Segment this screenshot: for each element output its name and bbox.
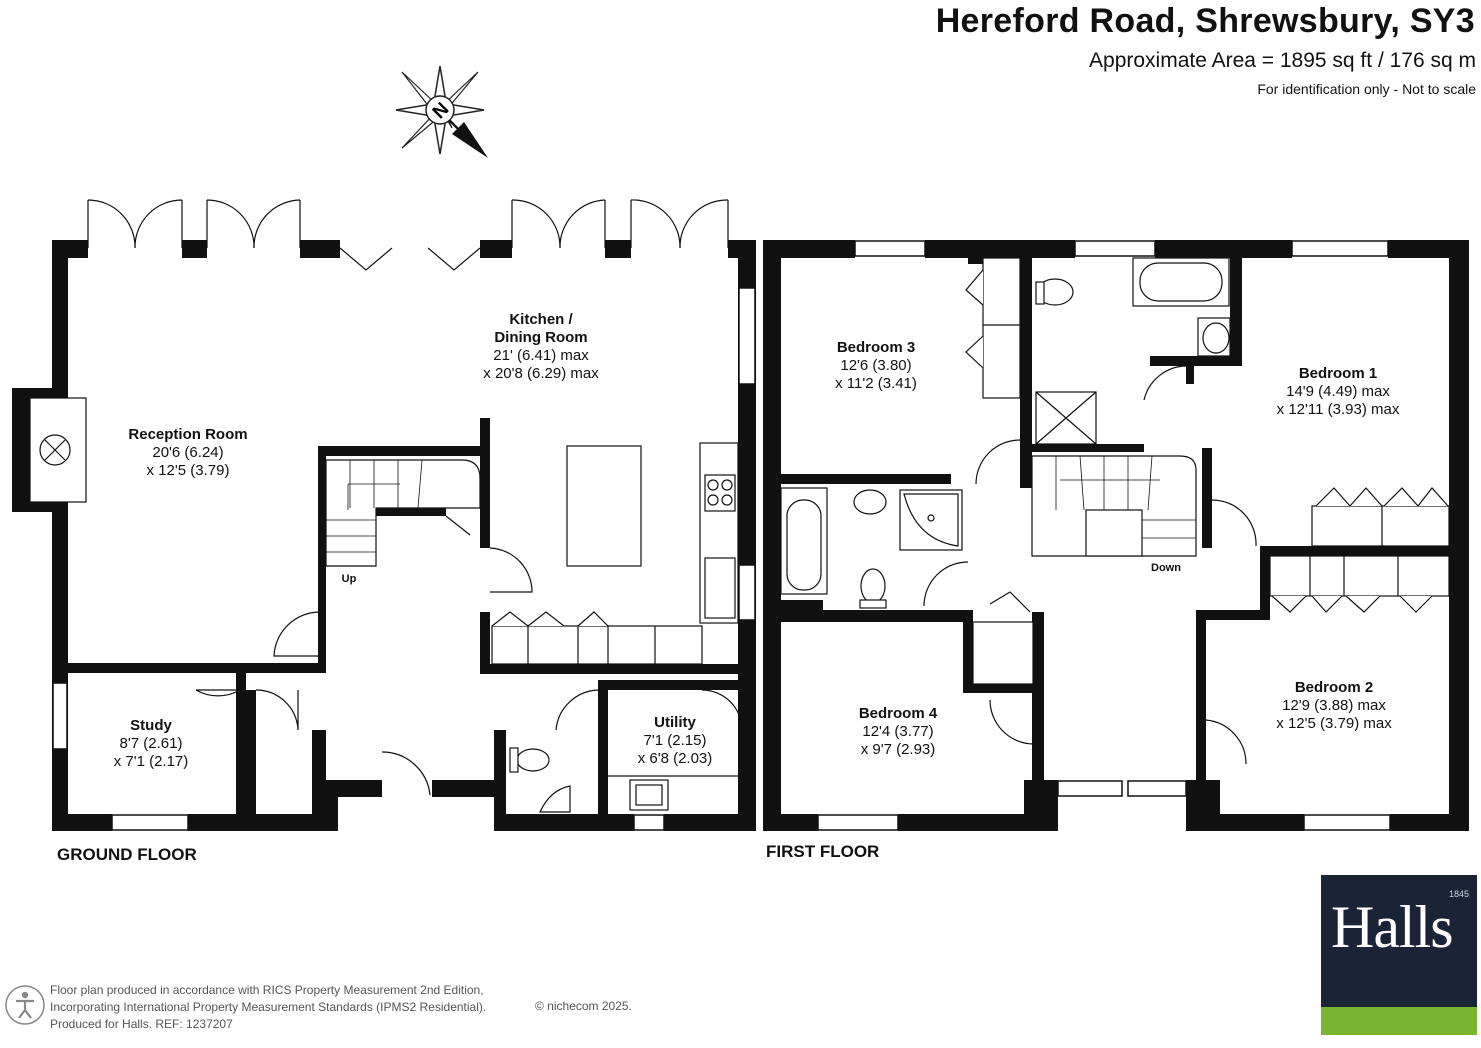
reception-room-dim2: x 12'5 (3.79) [147, 462, 230, 479]
bedroom-1-dim2: x 12'11 (3.93) max [1277, 401, 1400, 418]
logo-word: Halls [1331, 894, 1454, 960]
bedroom-2-dim2: x 12'5 (3.79) max [1276, 715, 1392, 732]
logo-green-band [1321, 1007, 1477, 1035]
ground-floor-label: GROUND FLOOR [57, 845, 197, 864]
compass-icon: N [395, 65, 488, 158]
kitchen-name-2: Dining Room [494, 329, 587, 346]
approximate-area: Approximate Area = 1895 sq ft / 176 sq m [1089, 49, 1476, 72]
first-floor-label: FIRST FLOOR [766, 842, 880, 861]
bedroom-3-name: Bedroom 3 [837, 339, 915, 356]
utility-name: Utility [654, 714, 696, 731]
bedroom-4-dim2: x 9'7 (2.93) [861, 741, 936, 758]
accessibility-icon [5, 985, 45, 1025]
kitchen-dim2: x 20'8 (6.29) max [483, 365, 599, 382]
bedroom-1-dim1: 14'9 (4.49) max [1286, 383, 1390, 400]
footer-line-1: Floor plan produced in accordance with R… [50, 983, 484, 997]
bedroom-4-dim1: 12'4 (3.77) [862, 723, 933, 740]
reception-room-name: Reception Room [128, 426, 247, 443]
footer-text: Floor plan produced in accordance with R… [50, 982, 486, 1033]
bedroom-1-name: Bedroom 1 [1299, 365, 1377, 382]
study-dim1: 8'7 (2.61) [120, 735, 183, 752]
halls-logo: Halls 1845 [1321, 875, 1477, 1035]
logo-year: 1845 [1448, 889, 1469, 899]
bedroom-2-dim1: 12'9 (3.88) max [1282, 697, 1386, 714]
reception-room-dim1: 20'6 (6.24) [152, 444, 223, 461]
stairs-down-label: Down [1151, 562, 1181, 574]
footer-line-2: Incorporating International Property Mea… [50, 1000, 487, 1014]
stairs-up-label: Up [342, 573, 357, 585]
utility-dim1: 7'1 (2.15) [644, 732, 707, 749]
bedroom-3-dim2: x 11'2 (3.41) [835, 375, 917, 392]
property-title: Hereford Road, Shrewsbury, SY3 [935, 2, 1475, 40]
bedroom-2-name: Bedroom 2 [1295, 679, 1373, 696]
kitchen-dim1: 21' (6.41) max [493, 347, 589, 364]
study-name: Study [130, 717, 172, 734]
footer-line-3: Produced for Halls. REF: 1237207 [50, 1017, 233, 1031]
kitchen-name: Kitchen / [509, 311, 573, 328]
study-dim2: x 7'1 (2.17) [114, 753, 189, 770]
bedroom-4-name: Bedroom 4 [859, 705, 938, 722]
identification-note: For identification only - Not to scale [1257, 81, 1476, 97]
copyright: © nichecom 2025. [535, 999, 632, 1013]
bedroom-3-dim1: 12'6 (3.80) [840, 357, 911, 374]
utility-dim2: x 6'8 (2.03) [638, 750, 713, 767]
